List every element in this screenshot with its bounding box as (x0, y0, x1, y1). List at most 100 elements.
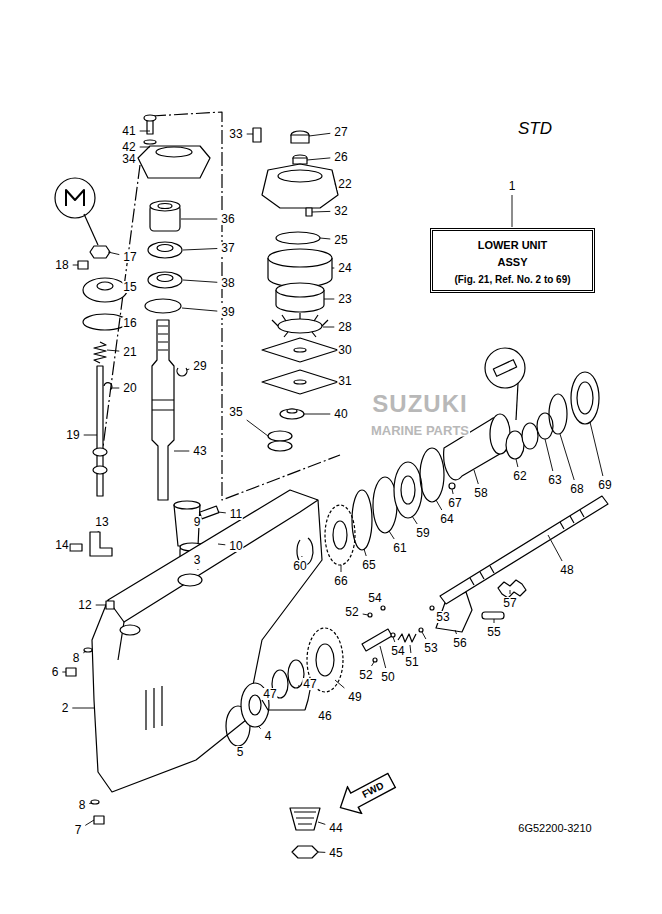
leader-line (307, 158, 330, 160)
callout-number: 63 (547, 474, 562, 486)
leader-line (494, 619, 495, 623)
leader-line (304, 414, 330, 415)
callout-number: 13 (94, 516, 109, 528)
leader-line (323, 327, 334, 328)
callout-number: 20 (122, 382, 137, 394)
leader-line (218, 512, 226, 514)
callout-number: 7 (74, 824, 83, 836)
callout-number: 9 (193, 516, 202, 528)
leader-line (83, 651, 86, 653)
callout-number: 34 (121, 153, 136, 165)
leader-line (181, 219, 217, 220)
callout-number: 19 (65, 429, 80, 441)
leader-line (258, 726, 261, 729)
upper-driveshaft-parts (138, 115, 219, 575)
callout-number: 47 (302, 678, 317, 690)
leader-line (474, 470, 478, 484)
callout-number: 24 (337, 262, 352, 274)
leader-line (140, 131, 150, 132)
callout-number: 22 (337, 178, 352, 190)
leader-line (183, 249, 217, 251)
callout-number: 8 (72, 652, 81, 664)
callout-number: 1 (508, 180, 517, 192)
callout-number: 48 (559, 564, 574, 576)
leader-line (341, 565, 342, 572)
callout-number: 32 (333, 205, 348, 217)
variant-label: STD (517, 120, 553, 137)
leader-line (62, 672, 66, 673)
callout-number: 6 (51, 666, 60, 678)
leader-line (96, 605, 106, 606)
leader-line (389, 531, 394, 539)
leader-line (108, 252, 119, 255)
callout-number: 15 (122, 281, 137, 293)
leader-line (72, 708, 94, 709)
water-pump-parts (253, 128, 338, 451)
callout-number: 12 (77, 599, 92, 611)
leader-line (84, 435, 97, 436)
leader-line (89, 803, 92, 805)
leader-line (334, 184, 335, 185)
callout-number: 16 (122, 317, 137, 329)
direction-arrow: FWD (332, 766, 400, 822)
leader-line (112, 388, 119, 389)
leader-line (85, 820, 94, 825)
leader-line (364, 549, 366, 556)
leader-line (107, 350, 119, 351)
leader-line (320, 238, 330, 239)
callout-number: 53 (435, 611, 450, 623)
diagram-code: 6G52200-3210 (517, 823, 592, 834)
leader-line (309, 133, 330, 136)
callout-number: 44 (328, 822, 343, 834)
callout-number: 27 (333, 126, 348, 138)
callout-number: 62 (512, 470, 527, 482)
watermark: SUZUKI (371, 392, 468, 416)
leader-line (452, 489, 453, 494)
leader-line (380, 646, 386, 668)
leader-line (393, 637, 395, 642)
callout-number: 47 (262, 688, 277, 700)
callout-number: 69 (597, 479, 612, 491)
leader-line (174, 451, 189, 452)
leader-line (298, 685, 299, 686)
leader-line (318, 852, 325, 853)
callout-number: 23 (337, 293, 352, 305)
callout-number: 30 (337, 344, 352, 356)
leader-line (247, 420, 268, 436)
arrow-label: FWD (352, 775, 394, 806)
leader-line (455, 630, 457, 634)
watermark: MARINE PARTS (370, 424, 470, 437)
leader-line (318, 822, 325, 824)
callout-number: 65 (361, 559, 376, 571)
callout-number: 60 (292, 560, 307, 572)
arrow-shape (333, 767, 398, 821)
box-note: (Fig. 21, Ref. No. 2 to 69) (439, 274, 586, 285)
callout-number: 57 (502, 597, 517, 609)
leader-line (186, 369, 189, 371)
callout-number: 4 (264, 730, 273, 742)
callout-number: 40 (333, 408, 348, 420)
leader-line (197, 569, 198, 570)
callout-number: 11 (229, 508, 243, 520)
leader-line (545, 439, 553, 471)
leader-line (312, 211, 330, 213)
callout-number: 37 (220, 242, 235, 254)
leader-line (510, 590, 511, 594)
leader-line (335, 680, 344, 688)
leader-line (410, 645, 412, 653)
callout-number: 49 (347, 691, 362, 703)
callout-number: 52 (358, 669, 373, 681)
gearcase-housing (66, 490, 322, 824)
callout-number: 3 (193, 554, 202, 566)
callout-number: 25 (333, 234, 348, 246)
shift-rod-parts (55, 178, 127, 496)
leader-line (372, 662, 375, 666)
leader-line (590, 422, 603, 476)
callout-number: 41 (121, 125, 136, 137)
leader-line (182, 308, 217, 311)
callout-number: 52 (344, 606, 359, 618)
callout-number: 36 (220, 213, 235, 225)
callout-number: 17 (122, 251, 137, 263)
